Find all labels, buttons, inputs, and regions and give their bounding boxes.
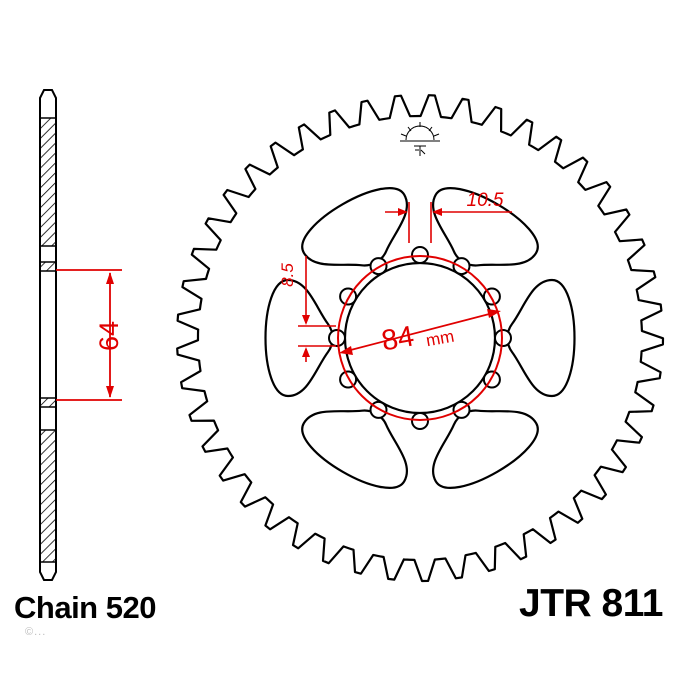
pcd-value: 84 (379, 320, 416, 357)
window-4 (301, 409, 408, 489)
bolt-hole-dimension (298, 256, 336, 362)
hatch-top (39, 117, 57, 247)
offset-dimension (56, 269, 122, 401)
window-6 (301, 187, 408, 267)
window-1 (432, 187, 539, 267)
sprocket-front-view (176, 94, 665, 583)
part-number-label: JTR 811 (519, 582, 663, 625)
hatch-mid-lower (39, 397, 57, 408)
chain-size-label: Chain 520 (14, 590, 156, 625)
sun-logo-icon (400, 122, 440, 156)
lightening-windows (264, 187, 576, 489)
window-5 (264, 278, 334, 398)
pcd-unit: mm (424, 327, 455, 351)
offset-dimension-label: 64 (94, 321, 124, 351)
sprocket-side-profile (39, 89, 57, 581)
window-2 (506, 278, 576, 398)
bolt-hole-label: 8.5 (278, 263, 297, 287)
window-3 (432, 409, 539, 489)
pitch-circle (337, 255, 503, 421)
hole-spacing-label: 10.5 (467, 190, 504, 211)
center-bore (343, 261, 497, 415)
hole-spacing-dimension (385, 202, 512, 243)
hatch-bottom (39, 429, 57, 563)
watermark-text: ©... (25, 626, 47, 638)
pcd-dimension (339, 309, 501, 355)
hatch-mid-upper (39, 261, 57, 272)
